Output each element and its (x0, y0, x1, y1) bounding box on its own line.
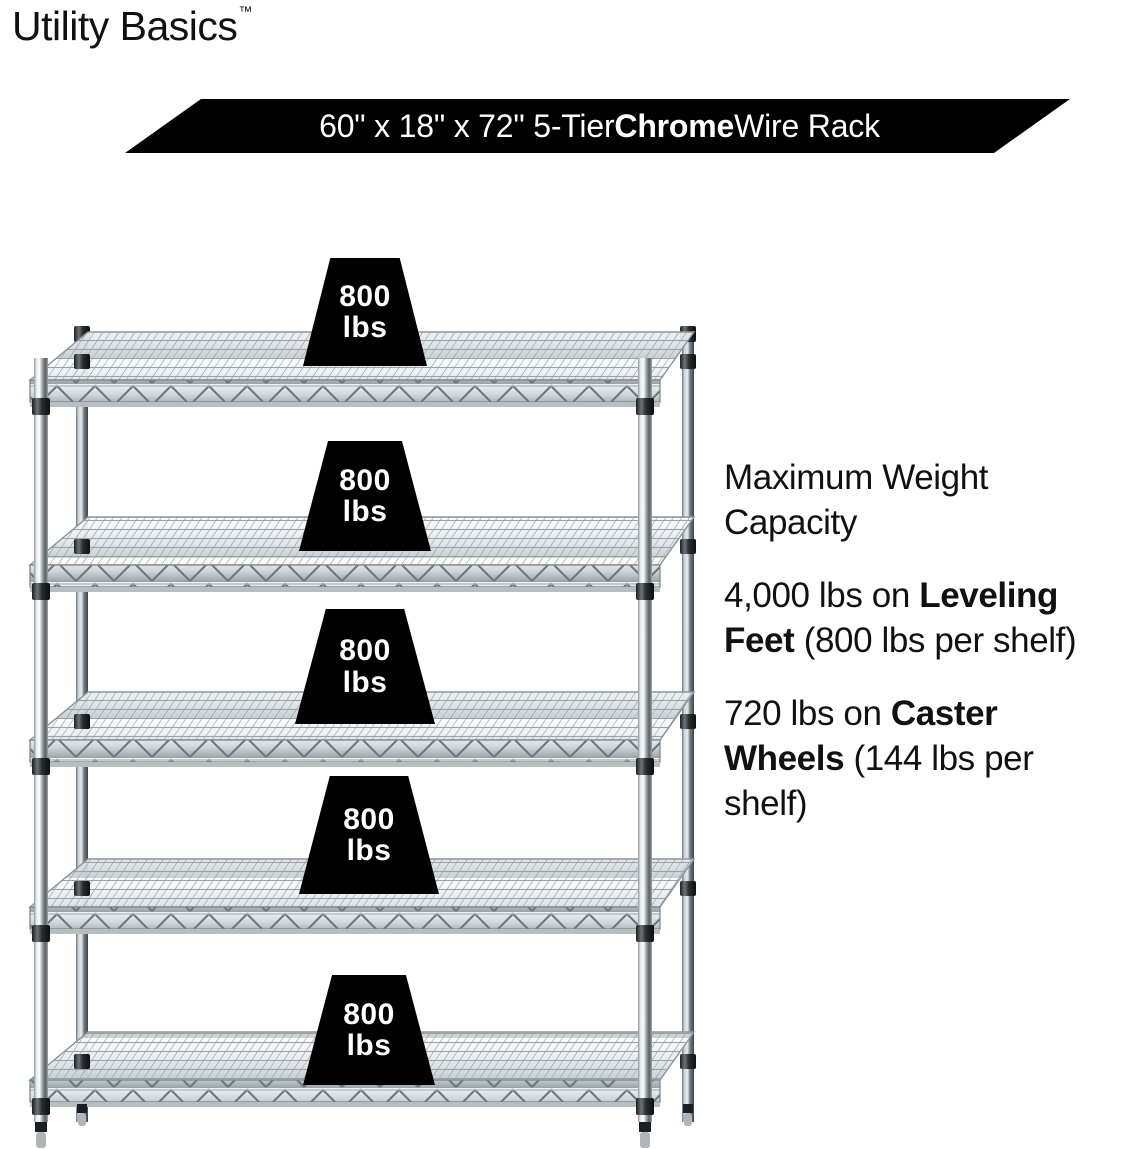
badge-number: 800 (339, 279, 391, 313)
badge-label: 800 lbs (339, 463, 391, 528)
badge-unit: lbs (342, 665, 388, 699)
brand-wordmark: Utility Basics™ (12, 3, 253, 49)
title-banner: 60" x 18" x 72" 5-Tier Chrome Wire Rack (125, 99, 1070, 153)
badge-number: 800 (343, 997, 395, 1031)
brand-name: Utility Basics (12, 3, 238, 49)
badge-unit: lbs (342, 311, 388, 344)
badge-label: 800 lbs (339, 634, 391, 699)
leveling-lead: 4,000 lbs on (724, 576, 920, 615)
weight-badge-tier-4: 800 lbs (299, 776, 439, 894)
banner-text: 60" x 18" x 72" 5-Tier Chrome Wire Rack (125, 99, 1070, 153)
leveling-emphasis: Leveling Feet (724, 576, 1059, 660)
badge-unit: lbs (346, 834, 392, 867)
caster-wheels-capacity: 720 lbs on Caster Wheels (144 lbs per sh… (724, 691, 1122, 826)
badge-number: 800 (339, 463, 391, 497)
badge-number: 800 (343, 802, 395, 836)
weight-badge-tier-1: 800 lbs (303, 258, 427, 366)
leveling-feet (35, 1104, 693, 1148)
banner-background (125, 99, 1070, 153)
caster-tail: (144 lbs per shelf) (724, 739, 1034, 823)
weight-badge-tier-5: 800 lbs (303, 975, 435, 1085)
caster-emphasis: Caster Wheels (724, 694, 998, 778)
badge-label: 800 lbs (339, 279, 391, 344)
badge-label: 800 lbs (343, 802, 395, 867)
leveling-feet-capacity: 4,000 lbs on Leveling Feet (800 lbs per … (724, 573, 1122, 663)
badge-unit: lbs (342, 495, 388, 528)
badge-unit: lbs (346, 1029, 392, 1062)
capacity-heading: Maximum Weight Capacity (724, 458, 989, 542)
caster-lead: 720 lbs on (724, 694, 891, 733)
badge-label: 800 lbs (343, 997, 395, 1062)
weight-badge-tier-2: 800 lbs (299, 441, 431, 551)
leveling-tail: (800 lbs per shelf) (794, 621, 1077, 660)
banner-emphasis: Chrome (614, 107, 735, 144)
weight-badge-tier-3: 800 lbs (295, 609, 435, 724)
trademark-symbol: ™ (238, 3, 253, 20)
banner-suffix: Wire Rack (734, 107, 880, 144)
front-posts (32, 354, 696, 1122)
badge-number: 800 (339, 634, 391, 668)
banner-prefix: 60" x 18" x 72" 5-Tier (319, 107, 615, 144)
weight-capacity-info: Maximum Weight Capacity 4,000 lbs on Lev… (724, 455, 1122, 826)
